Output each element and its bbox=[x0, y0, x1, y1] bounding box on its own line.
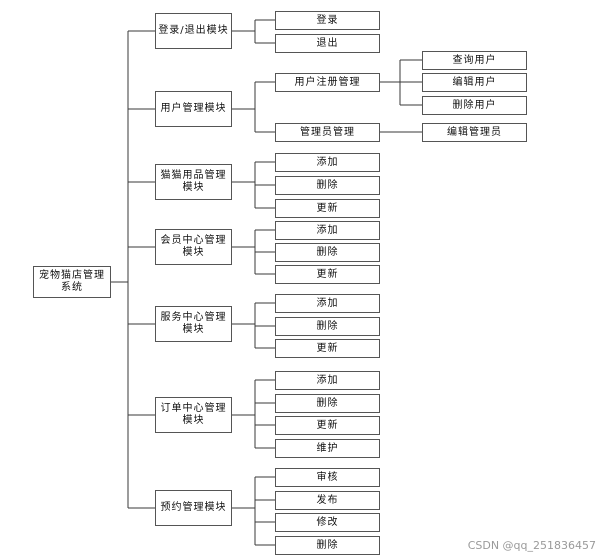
leaf-delete: 删除 bbox=[275, 243, 380, 262]
module-member-center: 会员中心管理 模块 bbox=[155, 229, 232, 265]
leaf-delete: 删除 bbox=[275, 176, 380, 195]
module-appointment: 预约管理模块 bbox=[155, 490, 232, 526]
leaf-login: 登录 bbox=[275, 11, 380, 30]
leaf-update: 更新 bbox=[275, 339, 380, 358]
leaf-logout: 退出 bbox=[275, 34, 380, 53]
node-user-registration: 用户注册管理 bbox=[275, 73, 380, 92]
leaf-update: 更新 bbox=[275, 265, 380, 284]
node-admin-management: 管理员管理 bbox=[275, 123, 380, 142]
module-login-logout: 登录/退出模块 bbox=[155, 13, 232, 49]
leaf-update: 更新 bbox=[275, 199, 380, 218]
leaf-add: 添加 bbox=[275, 294, 380, 313]
leaf-query-user: 查询用户 bbox=[422, 51, 527, 70]
leaf-update: 更新 bbox=[275, 416, 380, 435]
module-service-center: 服务中心管理 模块 bbox=[155, 306, 232, 342]
leaf-edit-user: 编辑用户 bbox=[422, 73, 527, 92]
module-order-center: 订单中心管理 模块 bbox=[155, 397, 232, 433]
leaf-delete: 删除 bbox=[275, 317, 380, 336]
leaf-add: 添加 bbox=[275, 153, 380, 172]
module-cat-supplies: 猫猫用品管理 模块 bbox=[155, 164, 232, 200]
leaf-delete: 删除 bbox=[275, 394, 380, 413]
leaf-add: 添加 bbox=[275, 221, 380, 240]
leaf-review: 审核 bbox=[275, 468, 380, 487]
leaf-maintain: 维护 bbox=[275, 439, 380, 458]
leaf-add: 添加 bbox=[275, 371, 380, 390]
leaf-publish: 发布 bbox=[275, 491, 380, 510]
leaf-delete: 删除 bbox=[275, 536, 380, 555]
module-user-management: 用户管理模块 bbox=[155, 91, 232, 127]
leaf-modify: 修改 bbox=[275, 513, 380, 532]
leaf-delete-user: 删除用户 bbox=[422, 96, 527, 115]
watermark: CSDN @qq_251836457 bbox=[467, 539, 596, 552]
root-node: 宠物猫店管理 系统 bbox=[33, 266, 111, 298]
leaf-edit-admin: 编辑管理员 bbox=[422, 123, 527, 142]
